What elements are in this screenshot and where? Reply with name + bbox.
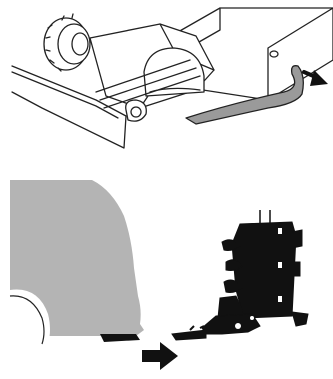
tow-bar-assembly <box>172 210 308 340</box>
handwheel <box>44 14 90 71</box>
top-panel <box>12 8 333 148</box>
bolt <box>126 100 147 121</box>
top-arrow <box>304 70 328 86</box>
bottom-panel <box>10 180 308 344</box>
bottom-arrow <box>142 342 178 370</box>
tow-receiver <box>100 334 140 342</box>
